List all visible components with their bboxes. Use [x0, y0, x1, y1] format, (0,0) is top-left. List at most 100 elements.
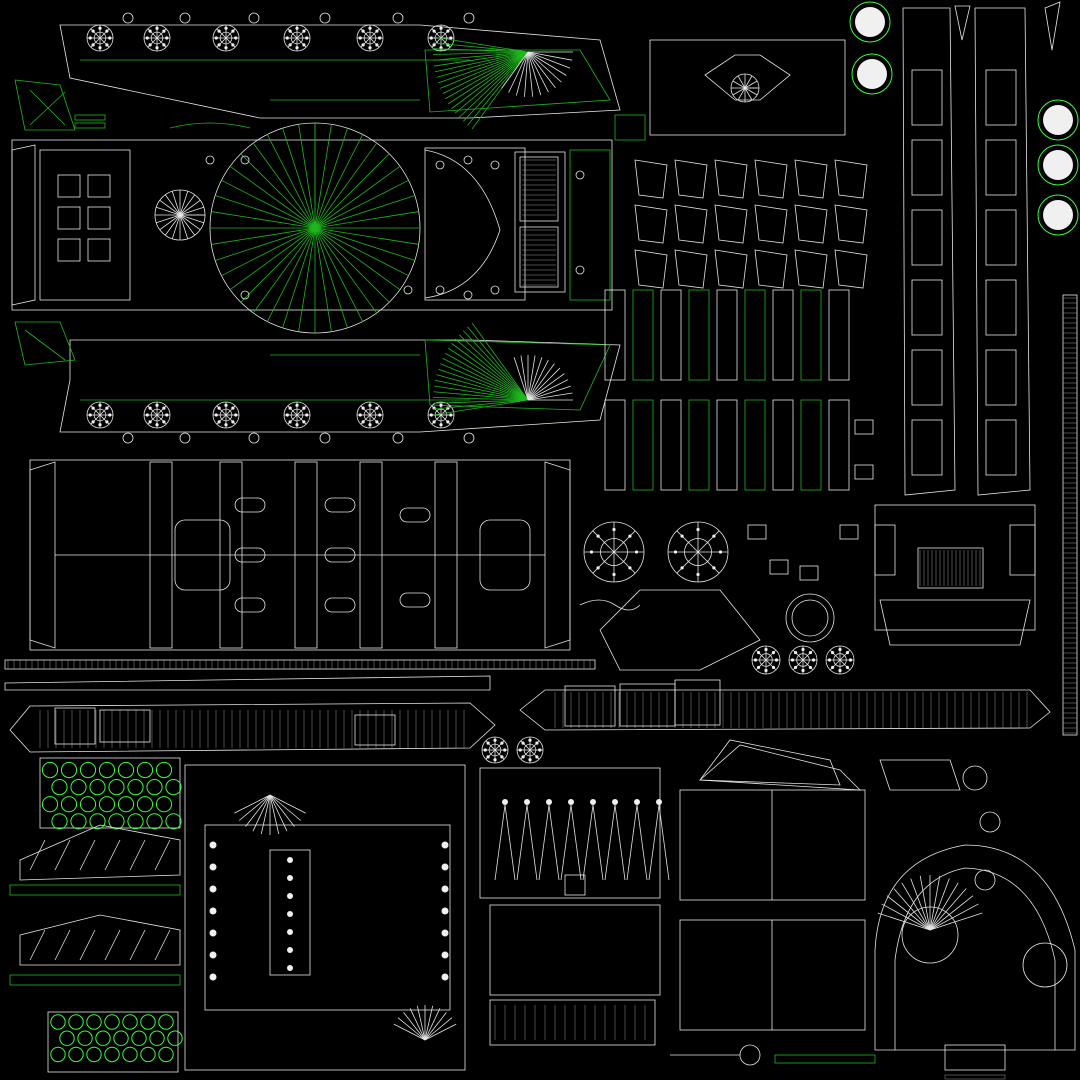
- bolt: [441, 951, 449, 959]
- hull-top-bolts: [205, 155, 585, 300]
- periscope: [974, 869, 996, 891]
- armor-strip: [828, 289, 850, 381]
- track-link: [127, 779, 144, 796]
- track-link: [108, 813, 125, 830]
- track-link: [79, 796, 97, 813]
- track-link: [50, 1014, 66, 1030]
- hull-bottom-slots: [234, 497, 431, 613]
- bolt: [240, 155, 250, 165]
- armor-tile: [834, 159, 868, 199]
- cupola: [901, 906, 959, 964]
- armor-strip: [828, 399, 850, 491]
- bolt: [441, 973, 449, 981]
- drain-slot: [399, 592, 431, 608]
- track-link: [127, 813, 144, 830]
- track-link: [51, 813, 68, 830]
- green-wheel: [849, 1, 891, 43]
- turret-ring-small: [785, 593, 835, 643]
- bolt: [634, 799, 640, 805]
- bolt: [209, 841, 217, 849]
- large-idler: [667, 521, 729, 583]
- bolt: [575, 170, 585, 180]
- track-link: [60, 796, 78, 813]
- armor-strip: [744, 289, 766, 381]
- bolt: [656, 799, 662, 805]
- skirt-strips: [902, 1, 1061, 496]
- sprocket-rays: [433, 36, 529, 130]
- track-link: [122, 1046, 138, 1063]
- bolt: [435, 160, 445, 170]
- skirt-panel: [911, 419, 943, 476]
- skirt-panel: [985, 209, 1017, 266]
- green-wheel: [851, 53, 893, 95]
- return-roller: [319, 12, 331, 24]
- track-link: [108, 779, 125, 796]
- road-wheel: [427, 24, 455, 52]
- large-idler: [583, 521, 645, 583]
- bolt: [287, 965, 293, 971]
- green-wheel: [1037, 99, 1079, 141]
- small-part: [799, 565, 819, 581]
- skirt-panel: [985, 69, 1017, 126]
- armor-strip: [604, 289, 626, 381]
- light: [962, 765, 988, 791]
- track-link: [167, 1030, 183, 1046]
- armor-tile: [674, 249, 708, 289]
- track-link: [77, 1030, 93, 1046]
- ruler-strips: [4, 294, 1078, 736]
- track-link: [68, 1046, 84, 1063]
- return-roller: [319, 432, 331, 444]
- engine-deck: [184, 764, 466, 1071]
- track-link: [165, 813, 182, 830]
- track-link: [98, 761, 116, 779]
- bolt: [287, 911, 293, 917]
- turret-ring-rays: [210, 123, 420, 333]
- return-roller: [122, 432, 134, 444]
- bolt: [568, 799, 574, 805]
- hull-side-upper-rays: [433, 36, 573, 130]
- cable: [579, 599, 641, 611]
- track-pieces: [9, 757, 183, 1073]
- track-link: [86, 1046, 102, 1063]
- track-link: [117, 796, 135, 813]
- turret-ring-small-inner: [791, 599, 829, 637]
- bolt: [287, 857, 293, 863]
- bolt: [490, 285, 500, 295]
- track-link: [104, 1046, 120, 1063]
- small-part: [747, 524, 767, 540]
- road-wheel: [283, 24, 311, 52]
- vision-port: [1022, 942, 1068, 988]
- skirt-panel: [911, 279, 943, 336]
- track-link: [70, 779, 87, 796]
- bolt: [502, 799, 508, 805]
- armor-strip: [660, 289, 682, 381]
- turret-dome: [874, 844, 1076, 1071]
- track-link: [95, 1030, 111, 1046]
- green-wheel-face: [1043, 105, 1073, 135]
- track-link: [86, 1014, 102, 1030]
- track-link: [122, 1014, 138, 1030]
- armor-strip: [800, 399, 822, 491]
- drain-slot: [399, 507, 431, 523]
- road-wheel: [212, 24, 240, 52]
- bolt: [209, 973, 217, 981]
- track-link: [68, 1014, 84, 1030]
- cupola-rays: [155, 190, 205, 240]
- deck-hatch: [87, 174, 111, 198]
- green-wheel-face: [1043, 200, 1073, 230]
- armor-tile: [794, 159, 828, 199]
- hull-side-lower-rays: [433, 322, 573, 416]
- hull-top-front-deck: [39, 149, 206, 301]
- track-link: [98, 796, 116, 813]
- side-boxes: [874, 504, 1036, 646]
- armor-tile: [834, 249, 868, 289]
- small-part: [854, 419, 874, 435]
- drain-slot: [324, 597, 356, 613]
- drain-slot: [324, 497, 356, 513]
- deck-hatch: [87, 238, 111, 262]
- hull-side-upper-wheels: [86, 12, 475, 52]
- fender-right: [519, 679, 1051, 731]
- road-wheel: [356, 24, 384, 52]
- track-link: [131, 1030, 147, 1046]
